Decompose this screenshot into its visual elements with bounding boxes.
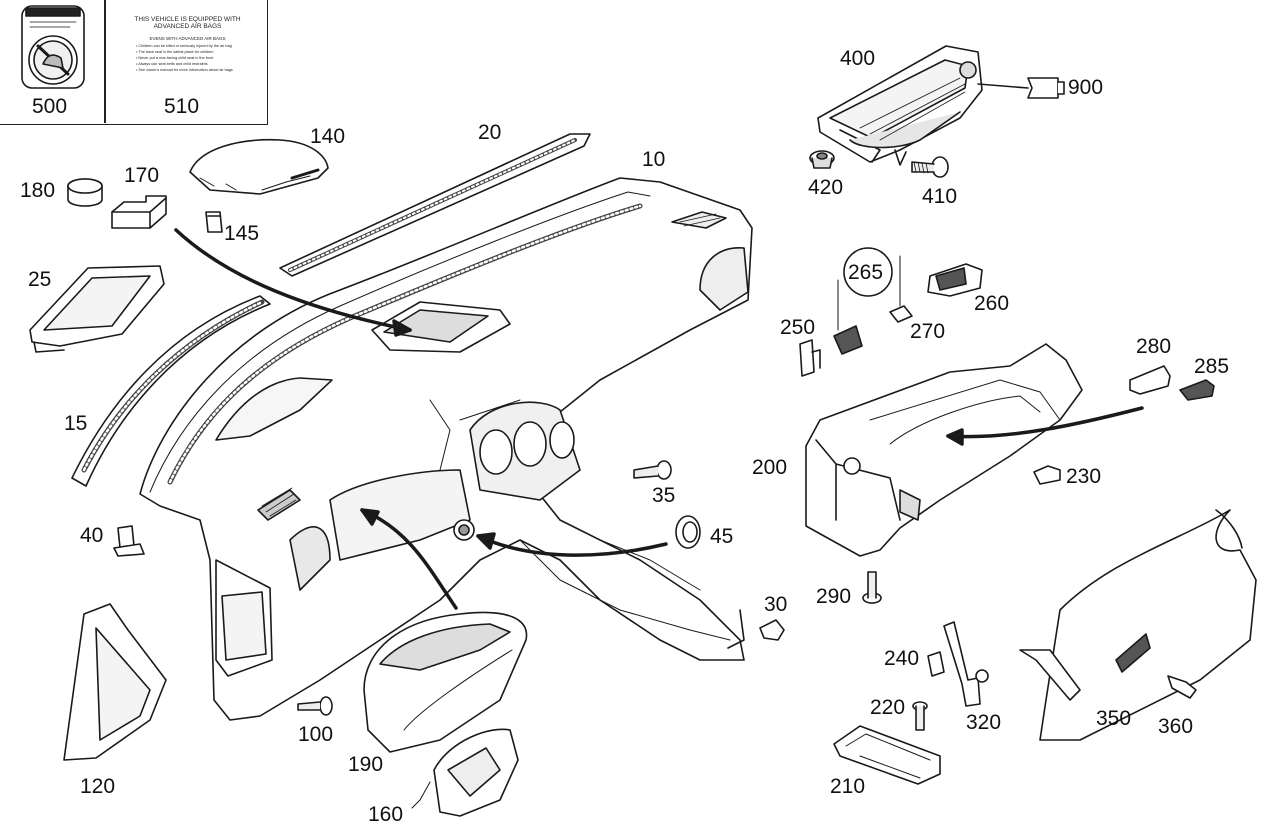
foam-block-part: [111, 195, 167, 229]
passenger-airbag-module: [817, 45, 983, 166]
callout-285: 285: [1194, 355, 1230, 378]
warning-bullet: The back seat is the safest place for ch…: [136, 49, 245, 55]
mounting-bracket-part: [433, 728, 519, 817]
screw-part: [912, 701, 928, 731]
vent-frame-part: [29, 265, 165, 353]
warning-bullet: Always use seat belts and child restrain…: [136, 61, 245, 67]
callout-35: 35: [652, 484, 676, 507]
callout-210: 210: [830, 775, 866, 798]
callout-45: 45: [710, 525, 734, 548]
callout-410: 410: [922, 185, 958, 208]
glovebox-housing-part: [805, 343, 1083, 557]
callout-900: 900: [1068, 76, 1104, 99]
warning-bullet: See owner's manual for more information …: [136, 67, 245, 73]
callout-280: 280: [1136, 335, 1172, 358]
callout-420: 420: [808, 176, 844, 199]
callout-240: 240: [884, 647, 920, 670]
upper-dash-cover-part: [189, 138, 329, 195]
callout-25: 25: [28, 268, 52, 291]
connector-plug-part: [799, 339, 821, 377]
callout-160: 160: [368, 803, 404, 826]
airbag-connector-part: [977, 77, 1065, 99]
small-clip-part: [759, 619, 785, 641]
bolt-part: [911, 156, 949, 178]
nut-part: [809, 150, 835, 169]
lamp-housing-part: [927, 263, 983, 297]
instrument-cluster-part: [363, 611, 528, 753]
callout-40: 40: [80, 524, 104, 547]
callout-500: 500: [32, 95, 68, 118]
callout-200: 200: [752, 456, 788, 479]
screw-part: [862, 571, 882, 604]
dash-trim-strip-side: [71, 295, 271, 487]
glovebox-lid-part: [1019, 509, 1257, 741]
side-cover-part: [63, 603, 167, 761]
round-pad-part: [67, 178, 103, 207]
storage-tray-part: [833, 725, 941, 785]
callout-100: 100: [298, 723, 334, 746]
callout-120: 120: [80, 775, 116, 798]
callout-145: 145: [224, 222, 260, 245]
warning-bullet: Children can be killed or seriously inju…: [136, 43, 245, 49]
callout-510: 510: [164, 95, 200, 118]
callout-180: 180: [20, 179, 56, 202]
child-seat-warning-sticker-icon: [21, 5, 85, 89]
callout-30: 30: [764, 593, 788, 616]
callout-140: 140: [310, 125, 346, 148]
label-divider: [104, 0, 106, 123]
warning-heading: THIS VEHICLE IS EQUIPPED WITH ADVANCED A…: [134, 16, 241, 31]
warning-bullet: Never put a rear-facing child seat in th…: [136, 55, 245, 61]
callout-360: 360: [1158, 715, 1194, 738]
warning-bullets: Children can be killed or seriously inju…: [130, 43, 245, 73]
screw-part: [633, 460, 672, 480]
grommet-part: [675, 515, 701, 549]
airbag-warning-label: THIS VEHICLE IS EQUIPPED WITH ADVANCED A…: [130, 16, 245, 73]
bulb-group-part: [833, 247, 913, 355]
callout-350: 350: [1096, 707, 1132, 730]
clip-part: [205, 211, 223, 233]
hinge-damper-part: [943, 621, 989, 707]
pointer-arrows: [174, 228, 1144, 610]
callout-265: 265: [848, 261, 884, 284]
leader-lines: [411, 781, 431, 809]
screw-part: [297, 696, 333, 716]
warning-subheading: EVENS WITH ADVANCED AIR BAGS: [149, 35, 226, 41]
callout-10: 10: [642, 148, 666, 171]
latch-part: [1129, 365, 1171, 395]
callout-250: 250: [780, 316, 816, 339]
callout-190: 190: [348, 753, 384, 776]
retaining-clip-part: [113, 525, 145, 557]
callout-400: 400: [840, 47, 876, 70]
switch-part: [1179, 379, 1215, 401]
dashboard-carrier-main: [139, 177, 753, 721]
callout-260: 260: [974, 292, 1010, 315]
small-bracket-part: [927, 651, 945, 677]
callout-270: 270: [910, 320, 946, 343]
callout-15: 15: [64, 412, 88, 435]
callout-230: 230: [1066, 465, 1102, 488]
plug-part: [1167, 675, 1197, 699]
callout-320: 320: [966, 711, 1002, 734]
dash-trim-strip-upper: [279, 133, 591, 277]
callout-170: 170: [124, 164, 160, 187]
callout-220: 220: [870, 696, 906, 719]
callout-20: 20: [478, 121, 502, 144]
callout-290: 290: [816, 585, 852, 608]
glovebox-clip-part: [1033, 465, 1061, 485]
